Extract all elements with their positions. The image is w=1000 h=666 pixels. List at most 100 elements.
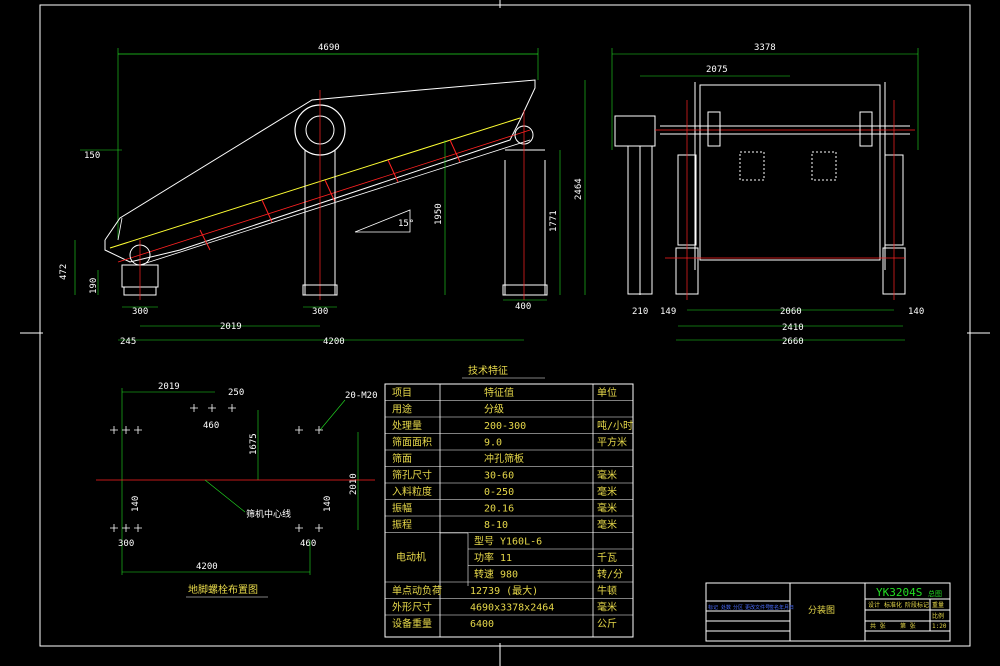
spec-item: 入料粒度 (392, 485, 432, 498)
spec-value: 200-300 (484, 421, 526, 432)
spec-unit: 单位 (597, 386, 617, 399)
dim-side-300a: 300 (132, 307, 148, 317)
title-scale: 1:20 (932, 623, 947, 630)
dim-side-300b: 300 (312, 307, 328, 317)
spec-unit: 毫米 (597, 469, 617, 482)
title-label-scale: 比例 (932, 612, 944, 620)
dim-plan-1675: 1675 (249, 433, 259, 455)
side-view: 4690 15° 15 (59, 43, 586, 347)
spec-value: 20.16 (484, 504, 514, 515)
dim-plan-4200: 4200 (196, 562, 218, 572)
spec-value: 8-10 (484, 520, 508, 531)
dim-side-2019: 2019 (220, 322, 242, 332)
dim-end-210: 210 (632, 307, 648, 317)
spec-unit: 毫米 (597, 485, 617, 498)
dim-end-2410: 2410 (782, 323, 804, 333)
title-cell-sign: 签名 (769, 604, 779, 611)
spec-value: 冲孔筛板 (484, 452, 524, 465)
spec-value: 4690x3378x2464 (470, 603, 554, 614)
dim-side-245: 245 (120, 337, 136, 347)
dim-side-4200: 4200 (323, 337, 345, 347)
dim-plan-140b: 140 (323, 496, 333, 512)
spec-item: 设备重量 (392, 617, 432, 630)
spec-item: 振程 (392, 518, 412, 531)
spec-value: 12739 (最大) (470, 584, 538, 597)
spec-motor-value: 980 (500, 570, 518, 581)
spec-item: 筛面 (392, 452, 412, 465)
spec-value: 9.0 (484, 438, 502, 449)
spec-value: 分级 (484, 404, 504, 416)
plan-center-label: 筛机中心线 (246, 508, 291, 520)
dim-plan-300: 300 (118, 539, 134, 549)
dim-end-2660: 2660 (782, 337, 804, 347)
title-block: YK3204S 总图 分装图 设计 标准化 阶段标记 重量 比例 1:20 共 … (705, 582, 951, 642)
spec-motor-item: 转速 (474, 568, 494, 581)
dim-side-472: 472 (59, 264, 69, 280)
dim-side-angle: 15° (398, 219, 414, 229)
dim-side-2464: 2464 (574, 178, 584, 200)
dim-side-190: 190 (89, 278, 99, 294)
spec-item: 单点动负荷 (392, 584, 442, 597)
spec-item: 用途 (392, 403, 412, 416)
dim-side-400: 400 (515, 302, 531, 312)
spec-item: 筛孔尺寸 (392, 469, 432, 482)
title-cell-doc: 更改文件号 (745, 604, 770, 611)
spec-unit: 毫米 (597, 518, 617, 531)
spec-item: 筛面面积 (392, 436, 432, 449)
spec-motor-item: 功率 (474, 551, 494, 564)
spec-table-title: 技术特征 (468, 364, 508, 377)
title-label-std: 标准化 (884, 601, 902, 609)
spec-motor-label: 电动机 (396, 551, 426, 564)
dim-end-140: 140 (908, 307, 924, 317)
dim-plan-250: 250 (228, 388, 244, 398)
spec-motor-value: 11 (500, 553, 512, 564)
title-cell-date: 年月日 (779, 604, 794, 611)
drawing-frame (39, 4, 971, 647)
spec-motor-unit: 千瓦 (597, 552, 617, 564)
spec-value: 特征值 (484, 386, 514, 399)
spec-value: 0-250 (484, 487, 514, 498)
title-label-design: 设计 (868, 601, 880, 609)
spec-unit: 公斤 (597, 618, 617, 630)
title-drawing-name: YK3204S (876, 586, 922, 599)
spec-unit: 吨/小时 (597, 419, 633, 432)
spec-unit: 毫米 (597, 601, 617, 614)
spec-unit: 平方米 (597, 436, 627, 449)
spec-motor-unit: 转/分 (597, 568, 623, 581)
spec-unit: 毫米 (597, 502, 617, 515)
title-cell-mark: 标记 (708, 604, 718, 611)
dim-side-1771: 1771 (549, 210, 559, 232)
dim-plan-2010: 2010 (349, 473, 359, 495)
title-sheet: 共 张 (870, 622, 886, 630)
dim-plan-460: 460 (203, 421, 219, 431)
spec-value: 6400 (470, 619, 494, 630)
spec-item: 外形尺寸 (392, 601, 432, 614)
dim-plan-bolt: 20-M20 (345, 391, 378, 401)
spec-unit: 牛顿 (597, 584, 617, 597)
title-sheet2: 第 张 (900, 622, 916, 630)
dim-end-width: 3378 (754, 43, 776, 53)
spec-item: 处理量 (392, 420, 422, 432)
dim-side-1950: 1950 (434, 203, 444, 225)
title-cell-count: 处数 (721, 604, 731, 611)
title-label-weight: 重量 (932, 601, 944, 609)
title-drawing-suffix: 总图 (928, 589, 942, 598)
dim-end-2060: 2060 (780, 307, 802, 317)
dim-side-length: 4690 (318, 43, 340, 53)
spec-item: 振幅 (392, 502, 412, 515)
dim-plan-140a: 140 (131, 496, 141, 512)
dim-end-2075: 2075 (706, 65, 728, 75)
dim-plan-460b: 460 (300, 539, 316, 549)
end-view: 3378 2075 210 149 2060 (611, 43, 924, 347)
dim-plan-2019: 2019 (158, 382, 180, 392)
dim-end-149: 149 (660, 307, 676, 317)
title-cell-zone: 分区 (733, 604, 743, 611)
plan-title: 地脚螺栓布置图 (188, 583, 258, 596)
title-label-stage: 阶段标记 (905, 601, 929, 609)
spec-value: 30-60 (484, 471, 514, 482)
foundation-plan: 2019 250 460 20-M20 1675 2010 筛机中心线 140 … (96, 382, 378, 598)
spec-motor-value: Y160L-6 (500, 537, 542, 548)
